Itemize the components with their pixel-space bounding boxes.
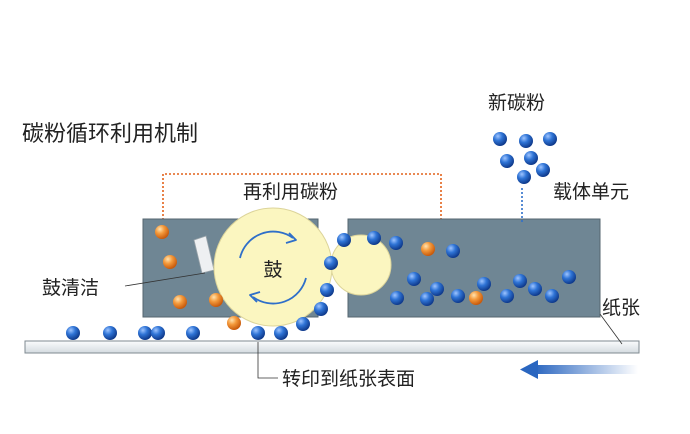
diagram-title: 碳粉循环利用机制 xyxy=(22,122,198,147)
drum-label: 鼓 xyxy=(263,259,282,281)
paper-leader xyxy=(599,313,623,345)
circular-arrows-icon xyxy=(239,230,307,305)
paper-sheet xyxy=(24,340,640,354)
reuse-toner-label: 再利用碳粉 xyxy=(243,181,338,203)
carrier-unit-label: 载体单元 xyxy=(553,181,629,203)
transfer-label: 转印到纸张表面 xyxy=(282,368,415,390)
new-toner-label: 新碳粉 xyxy=(488,92,545,114)
paper-label: 纸张 xyxy=(602,297,640,319)
left-arrow-icon xyxy=(520,360,638,379)
drum-cleaning-label: 鼓清洁 xyxy=(42,277,99,299)
orange-reused-toner-particles xyxy=(155,225,483,330)
transfer-leader xyxy=(257,342,278,379)
blue-toner-particles xyxy=(66,132,576,340)
drum-cleaning-leader xyxy=(124,272,206,287)
